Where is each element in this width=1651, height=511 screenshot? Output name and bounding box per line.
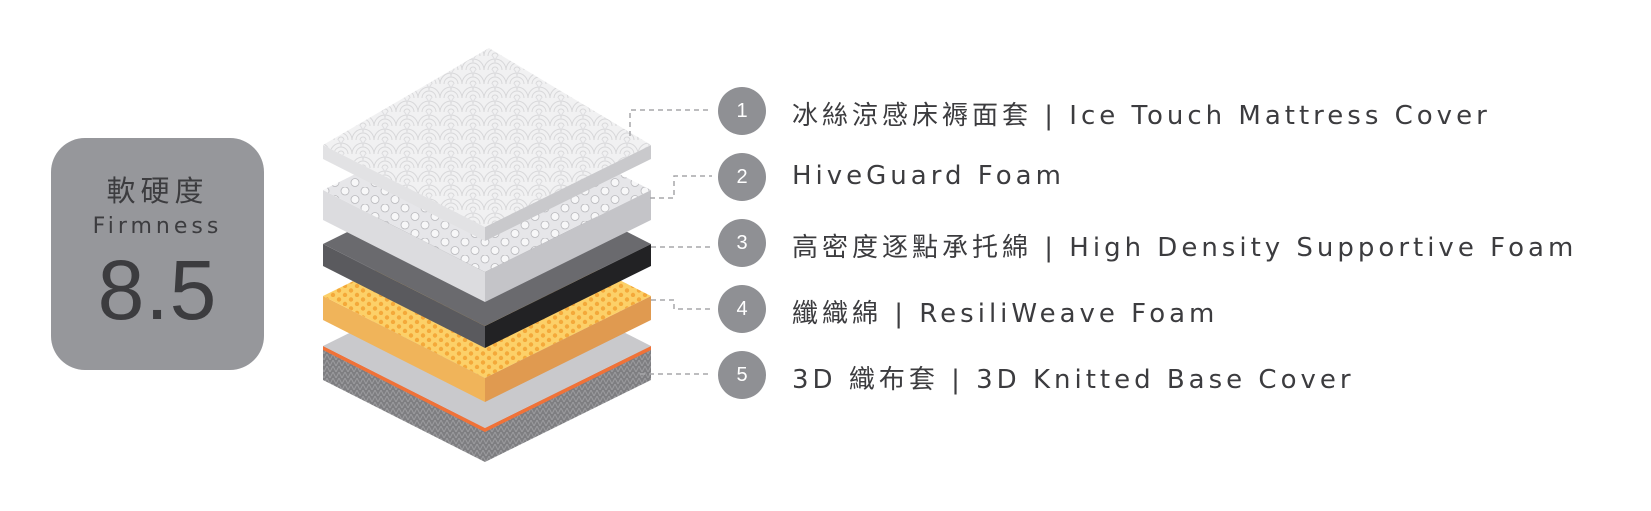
layer-label: 3D 織布套 | 3D Knitted Base Cover (792, 365, 1355, 395)
number-badge: 3 (718, 219, 766, 267)
layer-1-graphic (323, 48, 651, 241)
firmness-label-en: Firmness (92, 214, 223, 239)
layer-label: 冰絲涼感床褥面套 | Ice Touch Mattress Cover (792, 101, 1491, 131)
connector-2 (650, 175, 712, 199)
firmness-value: 8.5 (97, 243, 218, 337)
layer-label: HiveGuard Foam (792, 161, 1065, 191)
firmness-label-zh: 軟硬度 (106, 174, 209, 208)
number-badge: 5 (718, 351, 766, 399)
connector-1 (629, 109, 712, 136)
number-badge: 1 (718, 87, 766, 135)
connector-4 (651, 299, 712, 310)
layer-label: 高密度逐點承托綿 | High Density Supportive Foam (792, 233, 1578, 263)
connector-lines (629, 109, 712, 375)
firmness-card: 軟硬度 Firmness 8.5 (51, 138, 264, 370)
number-badge: 2 (718, 153, 766, 201)
number-badge: 4 (718, 285, 766, 333)
layer-label: 纖織綿 | ResiliWeave Foam (792, 299, 1219, 329)
